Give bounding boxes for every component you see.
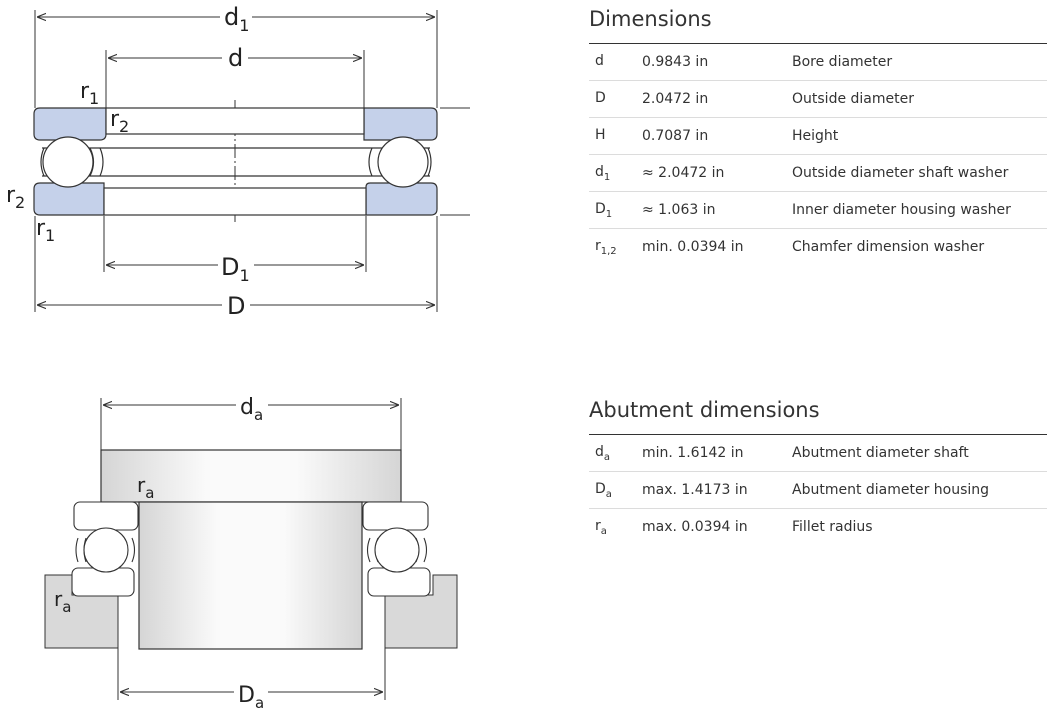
- dimension-value: max. 1.4173 in: [642, 482, 748, 498]
- label-Da: Da: [238, 683, 264, 712]
- table-row: d 0.9843 in Bore diameter: [589, 44, 1047, 81]
- dimension-value: max. 0.0394 in: [642, 519, 748, 535]
- abutment-section: Abutment dimensions da min. 1.6142 in Ab…: [589, 396, 1047, 545]
- shaft-washer-left: [33, 107, 107, 141]
- label-d1: d1: [224, 3, 249, 35]
- ball-left: [42, 136, 94, 188]
- label-ra-left: ra: [54, 587, 71, 616]
- dimension-description: Abutment diameter shaft: [792, 445, 969, 461]
- label-D: D: [227, 292, 245, 320]
- label-r1-bottom: r1: [36, 216, 55, 245]
- dimension-value: 0.7087 in: [642, 128, 709, 144]
- table-row: D1 ≈ 1.063 in Inner diameter housing was…: [589, 192, 1047, 229]
- dimensions-title: Dimensions: [589, 7, 712, 31]
- bearing-dimension-diagram: d1 d r1 r2 r2 r1 H D1 D: [6, 3, 470, 320]
- dimension-description: Outside diameter: [792, 91, 914, 107]
- label-ra-top: ra: [137, 473, 154, 502]
- dimension-description: Outside diameter shaft washer: [792, 165, 1009, 181]
- housing-washer-right: [365, 182, 438, 216]
- dimension-value: min. 0.0394 in: [642, 239, 744, 255]
- dimension-value: ≈ 2.0472 in: [642, 165, 725, 181]
- table-row: da min. 1.6142 in Abutment diameter shaf…: [589, 435, 1047, 472]
- abutment-title: Abutment dimensions: [589, 398, 820, 422]
- dimension-description: Inner diameter housing washer: [792, 202, 1011, 218]
- dimensions-section: Dimensions d 0.9843 in Bore diameter D 2…: [589, 5, 1047, 265]
- label-r1-top: r1: [80, 79, 99, 108]
- dimension-value: ≈ 1.063 in: [642, 202, 716, 218]
- ball-right: [377, 136, 429, 188]
- table-row: Da max. 1.4173 in Abutment diameter hous…: [589, 472, 1047, 509]
- abutment-table: da min. 1.6142 in Abutment diameter shaf…: [589, 434, 1047, 545]
- dimension-description: Height: [792, 128, 839, 144]
- shaft-top: [100, 449, 402, 503]
- dimension-description: Chamfer dimension washer: [792, 239, 985, 255]
- ball-left-2: [83, 527, 129, 573]
- dimension-value: 0.9843 in: [642, 54, 709, 70]
- shaft: [138, 501, 363, 650]
- abutment-dimension-diagram: da ra ra Da: [44, 395, 458, 712]
- label-r2-top: r2: [110, 107, 129, 136]
- table-row: ra max. 0.0394 in Fillet radius: [589, 509, 1047, 545]
- housing-washer-left: [33, 182, 105, 216]
- label-da: da: [240, 395, 263, 424]
- label-D1: D1: [221, 253, 250, 285]
- shaft-washer-right: [363, 107, 438, 141]
- table-row: r1,2 min. 0.0394 in Chamfer dimension wa…: [589, 229, 1047, 265]
- label-r2-left: r2: [6, 183, 25, 212]
- table-row: D 2.0472 in Outside diameter: [589, 81, 1047, 118]
- label-d: d: [228, 44, 243, 72]
- dimension-value: min. 1.6142 in: [642, 445, 744, 461]
- table-row: d1 ≈ 2.0472 in Outside diameter shaft wa…: [589, 155, 1047, 192]
- dimension-value: 2.0472 in: [642, 91, 709, 107]
- dimension-description: Abutment diameter housing: [792, 482, 990, 498]
- dimension-description: Bore diameter: [792, 54, 893, 70]
- ball-right-2: [374, 527, 420, 573]
- dimensions-table: d 0.9843 in Bore diameter D 2.0472 in Ou…: [589, 43, 1047, 265]
- dimension-description: Fillet radius: [792, 519, 873, 535]
- table-row: H 0.7087 in Height: [589, 118, 1047, 155]
